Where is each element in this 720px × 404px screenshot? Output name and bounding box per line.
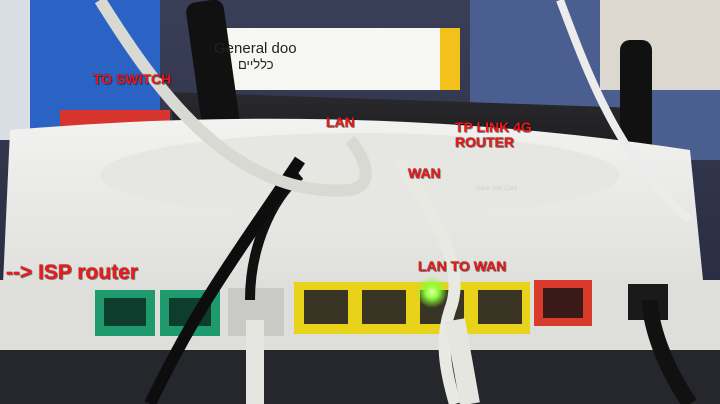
black-cable-2 xyxy=(144,156,305,404)
annotation-lan-to-wan: LAN TO WAN xyxy=(418,258,507,274)
annotation-tp-link-router: TP LINK 4G ROUTER xyxy=(455,119,532,150)
sticker-line-1: General doo xyxy=(214,40,297,57)
white-plug-yellow xyxy=(445,318,480,404)
annotation-wan: WAN xyxy=(408,165,441,181)
white-cable-wan xyxy=(394,157,461,404)
annotation-isp-router: --> ISP router xyxy=(6,261,139,284)
sticker-yellow xyxy=(440,28,460,90)
yellow-port-2 xyxy=(362,290,406,324)
annotation-to-switch: TO SWITCH xyxy=(93,71,172,87)
yellow-port-1 xyxy=(304,290,348,324)
sticker-line-2: כלליים xyxy=(238,57,274,72)
sticker-card xyxy=(208,28,460,90)
link-led xyxy=(416,276,448,308)
annotation-lan: LAN xyxy=(326,114,355,130)
white-cable-lan xyxy=(94,0,372,197)
black-cable-3 xyxy=(642,299,697,404)
yellow-port-4 xyxy=(478,290,522,324)
sim-slot-label: Nano SIM Card xyxy=(476,186,518,192)
desk-shadow xyxy=(0,350,720,404)
green-port-1-hole xyxy=(104,298,146,326)
white-cable-right xyxy=(556,0,693,224)
red-port-hole xyxy=(543,288,583,318)
back-paper xyxy=(600,0,720,90)
sticker-text: General doo כלליים xyxy=(214,40,297,72)
